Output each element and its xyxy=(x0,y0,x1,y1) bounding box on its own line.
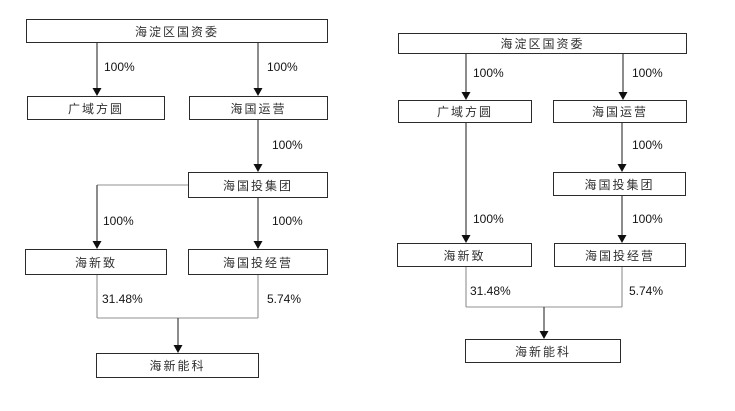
pct-hgtjy-hxnk-right: 5.74% xyxy=(629,284,664,298)
arrowhead-hgtjy-left xyxy=(253,241,263,249)
pct-hxz-hxnk-left: 31.48% xyxy=(102,292,143,306)
pct-gyfy-hxz-right: 100% xyxy=(473,212,504,226)
arrowhead-gyfy-left xyxy=(92,88,102,96)
pct-sasac-gyfy-left: 100% xyxy=(104,60,135,74)
node-haiguo-yunying-right: 海国运营 xyxy=(553,100,687,123)
node-guangyu-fangyuan-right: 广域方圆 xyxy=(398,100,532,123)
node-haixin-nengke-right: 海新能科 xyxy=(465,339,621,363)
arrowhead-hxz-left xyxy=(92,241,102,249)
node-haiguotou-jingying-right: 海国投经营 xyxy=(554,243,686,267)
arrowhead-hxnk-left xyxy=(173,345,183,353)
arrowhead-hxnk-right xyxy=(539,331,549,339)
arrowhead-hgyy-left xyxy=(253,88,263,96)
pct-sasac-hgyy-left: 100% xyxy=(267,60,298,74)
arrowhead-hgtjt-right xyxy=(617,164,627,172)
arrowhead-hgyy-right xyxy=(618,92,628,100)
pct-sasac-gyfy-right: 100% xyxy=(473,66,504,80)
node-haidian-sasac-left: 海淀区国资委 xyxy=(26,19,328,43)
pct-hgtjt-hgtjy-left: 100% xyxy=(272,214,303,228)
pct-hgyy-hgtjt-left: 100% xyxy=(272,138,303,152)
pct-hgtjy-hxnk-left: 5.74% xyxy=(267,292,302,306)
node-haiguotou-jituan-right: 海国投集团 xyxy=(553,172,686,196)
pct-hgtjt-hxz-left: 100% xyxy=(103,214,134,228)
arrowhead-hgtjy-right xyxy=(617,235,627,243)
pct-hxz-hxnk-right: 31.48% xyxy=(470,284,511,298)
pct-hgtjt-hgtjy-right: 100% xyxy=(632,212,663,226)
node-haiguo-yunying-left: 海国运营 xyxy=(189,96,328,120)
node-haiguotou-jituan-left: 海国投集团 xyxy=(188,172,328,198)
arrowhead-hgtjt-left xyxy=(253,164,263,172)
node-guangyu-fangyuan-left: 广域方圆 xyxy=(27,96,165,120)
node-haixinzhi-left: 海新致 xyxy=(25,249,167,275)
node-haidian-sasac-right: 海淀区国资委 xyxy=(398,33,687,54)
node-haiguotou-jingying-left: 海国投经营 xyxy=(188,249,328,275)
node-haixin-nengke-left: 海新能科 xyxy=(96,353,259,378)
pct-hgyy-hgtjt-right: 100% xyxy=(632,138,663,152)
arrowhead-gyfy-right xyxy=(461,92,471,100)
node-haixinzhi-right: 海新致 xyxy=(397,243,532,267)
arrowhead-hxz-right xyxy=(461,235,471,243)
pct-sasac-hgyy-right: 100% xyxy=(632,66,663,80)
